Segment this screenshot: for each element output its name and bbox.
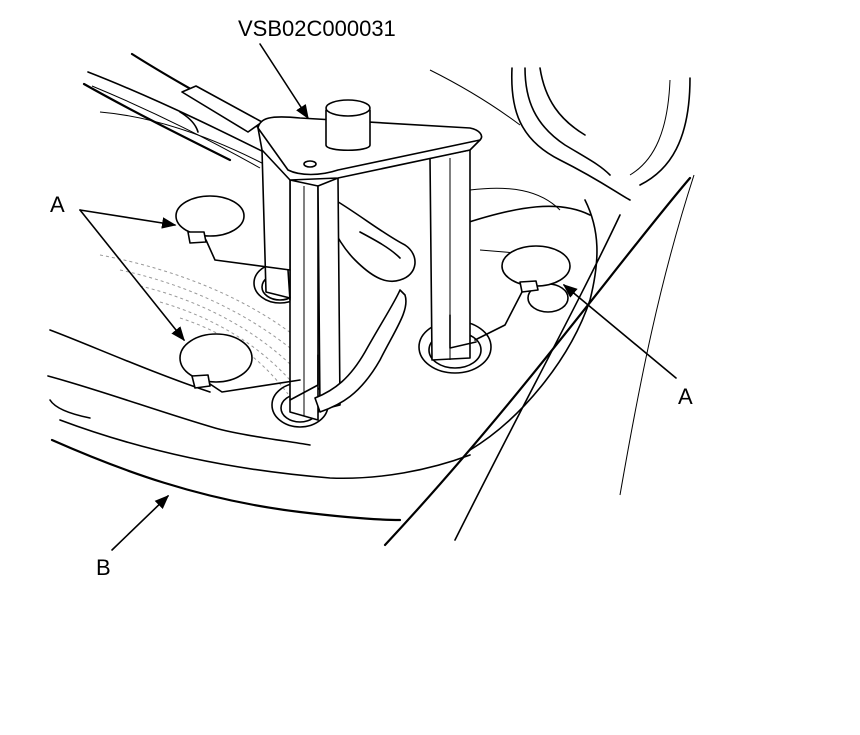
plug-lower-left [179, 333, 301, 393]
special-tool [257, 99, 483, 421]
plug-right [474, 245, 571, 341]
leader-lines [79, 43, 677, 551]
callout-b: B [96, 555, 111, 580]
tool-code-label: VSB02C000031 [238, 16, 396, 41]
callout-a-left: A [50, 192, 65, 217]
upper-rod [82, 52, 416, 282]
callout-a-right: A [678, 384, 693, 409]
plug-upper-left [175, 195, 291, 271]
floor-panel [47, 67, 695, 547]
